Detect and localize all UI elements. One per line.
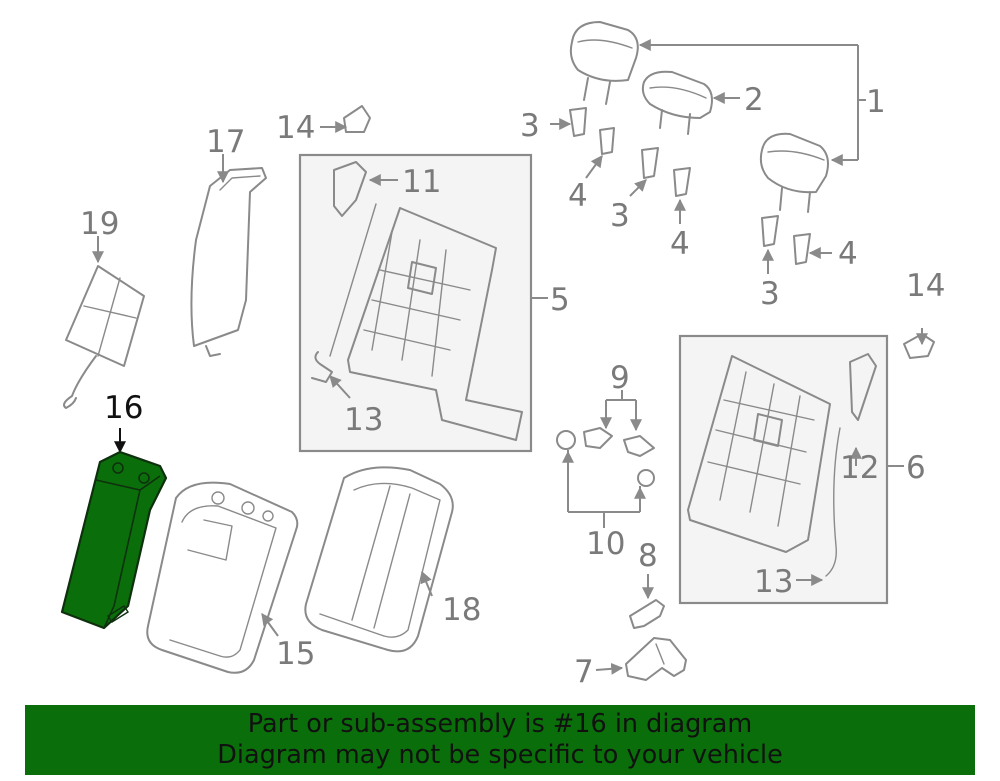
leader-lines (92, 39, 928, 675)
callout-19: 19 (80, 206, 119, 242)
seat-frame-5 (311, 161, 523, 441)
headrest-right (759, 132, 829, 213)
seat-frame-6 (687, 353, 877, 577)
callout-18: 18 (442, 592, 481, 628)
headrest-middle (641, 70, 713, 135)
callout-4: 4 (838, 236, 858, 272)
seat-back-cover-18 (304, 466, 454, 653)
callout-4: 4 (670, 226, 690, 262)
callout-6: 6 (906, 450, 926, 486)
callout-12: 12 (840, 450, 879, 486)
bracket-8 (629, 599, 665, 629)
callout-13: 13 (754, 564, 793, 600)
armrest-16-highlighted (60, 450, 168, 630)
callout-labels: 1 2 3 4 3 4 3 4 14 14 17 11 5 19 13 9 10… (80, 82, 945, 690)
headrest-top (569, 21, 639, 105)
callout-15: 15 (276, 636, 315, 672)
callout-3: 3 (760, 276, 780, 312)
callout-3: 3 (610, 198, 630, 234)
callout-2: 2 (744, 82, 764, 118)
banner-line-1: Part or sub-assembly is #16 in diagram (247, 709, 753, 739)
seat-back-cover-15 (146, 481, 299, 674)
callout-14: 14 (276, 110, 315, 146)
fasteners (556, 427, 655, 487)
callout-16-highlighted: 16 (104, 390, 143, 426)
heater-pad-19 (63, 265, 145, 409)
callout-13: 13 (344, 402, 383, 438)
callout-8: 8 (638, 538, 658, 574)
callout-3: 3 (520, 108, 540, 144)
frame-box-5 (298, 153, 533, 453)
callout-14: 14 (906, 268, 945, 304)
callout-17: 17 (206, 124, 245, 160)
callout-7: 7 (574, 654, 594, 690)
callout-9: 9 (610, 360, 630, 396)
trim-panel-17 (190, 167, 267, 357)
callout-11: 11 (402, 164, 441, 200)
callout-4: 4 (568, 178, 588, 214)
callout-1: 1 (866, 84, 886, 120)
clip-top (343, 105, 935, 359)
callout-5: 5 (550, 282, 570, 318)
banner-line-2: Diagram may not be specific to your vehi… (217, 740, 783, 770)
callout-10: 10 (586, 526, 625, 562)
info-banner: Part or sub-assembly is #16 in diagram D… (25, 705, 975, 775)
headrest-guides (569, 107, 811, 265)
bracket-7 (625, 637, 687, 681)
